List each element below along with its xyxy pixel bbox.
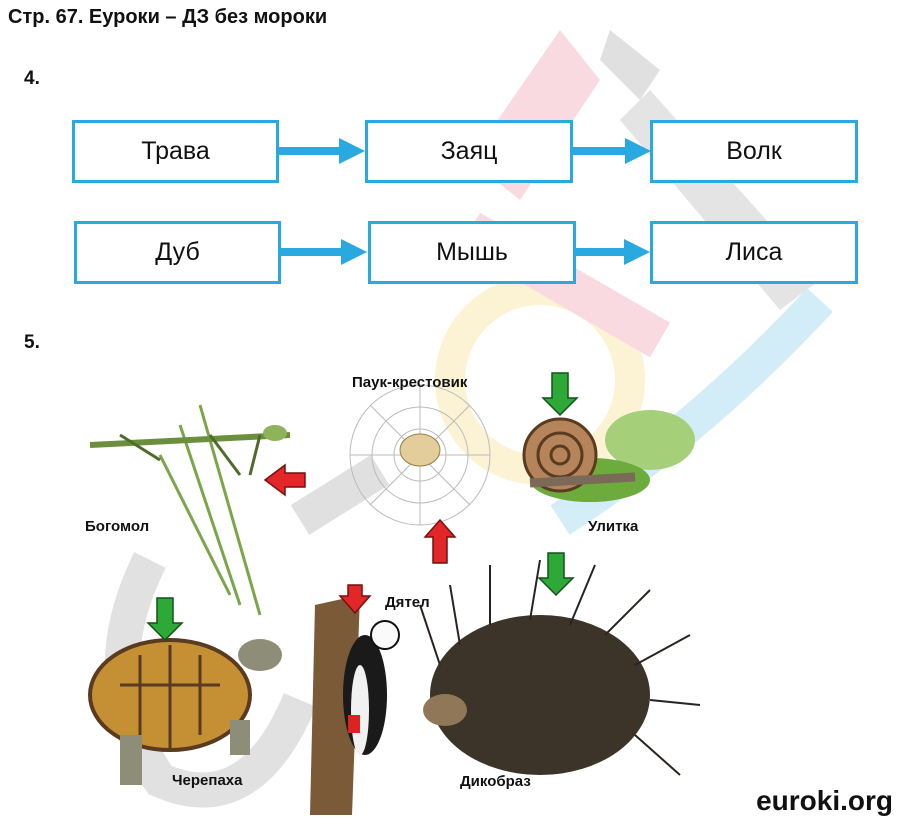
mantis-image xyxy=(89,404,291,616)
turtle-image xyxy=(88,638,282,785)
woodpecker-image xyxy=(310,595,400,815)
snail-image xyxy=(522,410,695,502)
chain1-item-1: Трава xyxy=(72,120,279,183)
animals-illustration xyxy=(88,372,701,815)
chain2-arrow-1 xyxy=(281,239,367,265)
label-turtle: Черепаха xyxy=(172,772,243,789)
prey-arrow-turtle xyxy=(146,597,184,642)
chain2-item-3: Лиса xyxy=(650,221,858,284)
predator-arrow-spider xyxy=(423,518,457,564)
spider-image xyxy=(349,384,491,526)
label-woodpecker: Дятел xyxy=(385,594,430,611)
label-porcupine: Дикобраз xyxy=(460,773,531,790)
predator-arrow-woodpecker xyxy=(338,584,372,615)
chain1-item-3: Волк xyxy=(650,120,858,183)
prey-arrow-porcupine xyxy=(537,552,575,597)
chain1-item-2: Заяц xyxy=(365,120,573,183)
page-title: Стр. 67. Еуроки – ДЗ без мороки xyxy=(8,6,328,28)
label-snail: Улитка xyxy=(588,518,639,535)
chain1-arrow-2 xyxy=(573,138,651,164)
task-4-number: 4. xyxy=(24,68,40,89)
porcupine-image xyxy=(419,559,701,776)
site-url: euroki.org xyxy=(756,785,893,816)
chain2-arrow-2 xyxy=(576,239,650,265)
chain2-item-2: Мышь xyxy=(368,221,576,284)
chain2-item-1: Дуб xyxy=(74,221,281,284)
label-mantis: Богомол xyxy=(85,518,150,535)
label-spider: Паук-крестовик xyxy=(352,374,468,391)
predator-arrow-mantis xyxy=(263,463,306,497)
task-5-number: 5. xyxy=(24,332,40,353)
chain1-arrow-1 xyxy=(279,138,365,164)
prey-arrow-snail xyxy=(541,372,579,417)
